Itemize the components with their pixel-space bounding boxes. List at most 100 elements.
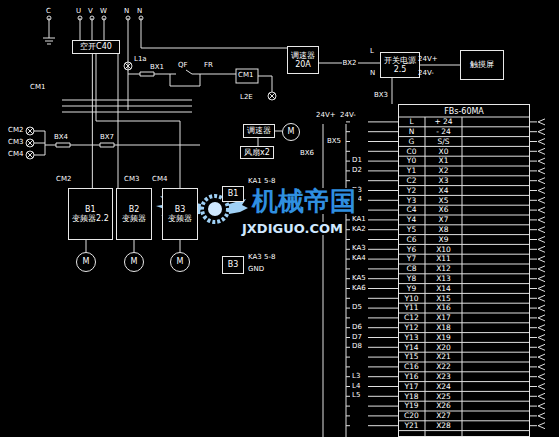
table-cell: X14 <box>436 285 451 293</box>
wire-connector <box>134 240 135 252</box>
wire-label: CM1 <box>238 72 253 79</box>
node-text: B1 <box>85 205 96 214</box>
table-cell: C12 <box>404 314 419 322</box>
wire-label: FR <box>204 62 213 69</box>
wire-label: BX5 <box>327 138 341 145</box>
table-cell: X19 <box>436 334 451 342</box>
wire-label: N <box>124 8 129 15</box>
table-cell: X18 <box>436 324 451 332</box>
table-cell: Y14 <box>404 344 418 352</box>
table-cell: X8 <box>439 226 449 234</box>
table-line <box>346 117 545 437</box>
wire <box>34 18 392 437</box>
table-cell: Y4 <box>407 216 416 224</box>
node-text: FBs-60MA <box>444 107 484 116</box>
table-cell: X23 <box>436 373 451 381</box>
wire-label: BX7 <box>100 134 114 141</box>
wire-label: N <box>137 8 142 15</box>
table-cell: Y7 <box>407 255 416 263</box>
table-cell: Y15 <box>404 353 418 361</box>
fan-box: 风扇x2 <box>240 146 274 159</box>
table-cell: X20 <box>436 344 451 352</box>
table-cell: G <box>409 138 415 146</box>
table-cell: Y8 <box>407 275 416 283</box>
wire-label: KA3 5-8 <box>248 254 275 261</box>
node-text: 变频器 <box>122 214 146 223</box>
table-cell: Y12 <box>404 324 418 332</box>
table-cell: X26 <box>436 402 451 410</box>
table-cell: L <box>409 118 413 126</box>
table-cell: Y21 <box>404 422 418 430</box>
table-cell: C8 <box>406 265 416 273</box>
node-text: 20A <box>295 60 311 69</box>
terminal <box>47 16 143 20</box>
wire-connector <box>86 240 87 252</box>
node-text: 开关电源 <box>384 56 416 65</box>
node-text: B2 <box>129 205 140 214</box>
node-text: 2.5 <box>394 65 407 74</box>
relay-box: B3 <box>222 256 244 274</box>
table-cell: Y18 <box>404 393 418 401</box>
wire-label: CM2 <box>8 127 23 134</box>
table-cell: Y16 <box>404 373 418 381</box>
node-text: 空开C40 <box>80 42 112 51</box>
table-cell: X1 <box>439 157 449 165</box>
motor-circle: M <box>282 123 300 141</box>
wire-label: BX1 <box>150 64 164 71</box>
node-text: B3 <box>175 205 186 214</box>
wire-label: CM4 <box>152 176 167 183</box>
table-cell: X2 <box>439 167 449 175</box>
table-cell: X7 <box>439 216 449 224</box>
wire-label: L <box>370 48 374 55</box>
breaker-box: 空开C40 <box>72 40 120 54</box>
table-cell: X6 <box>439 206 449 214</box>
wire-label: CM3 <box>8 139 23 146</box>
table-cell: + 24 <box>434 118 452 126</box>
table-cell: X21 <box>436 353 451 361</box>
wire-label: GND <box>248 266 264 273</box>
table-cell: X10 <box>436 246 451 254</box>
table-cell: Y13 <box>404 334 418 342</box>
wire-label: 24V+ <box>418 56 438 63</box>
signal-name: KA4 <box>352 255 366 262</box>
node-text: B1 <box>228 189 239 198</box>
table-cell: X12 <box>436 265 451 273</box>
node-text: B3 <box>228 260 239 269</box>
signal-name: L5 <box>352 392 360 399</box>
speed-controller: 调速器20A <box>287 46 319 74</box>
signal-name: L4 <box>352 383 360 390</box>
node-text: 调速器 <box>247 126 271 135</box>
wire-connector <box>420 65 460 66</box>
table-cell: Y9 <box>407 285 416 293</box>
wire-connector <box>96 54 180 188</box>
logo-hub <box>208 202 222 216</box>
table-cell: Y2 <box>407 187 416 195</box>
wire-label: L2E <box>240 94 253 101</box>
wire-label: V <box>88 8 93 15</box>
table-cell: Y1 <box>407 167 416 175</box>
inverter-box: B3变频器 <box>162 188 198 240</box>
wire-label: BX6 <box>300 150 314 157</box>
motor-circle: M <box>170 252 190 272</box>
speed-controller: 调速器 <box>243 124 275 138</box>
signal-name: D6 <box>352 324 362 331</box>
wire-label: QF <box>178 62 188 69</box>
table-cell: X25 <box>436 393 451 401</box>
table-cell: C0 <box>406 148 416 156</box>
table-cell: X0 <box>439 148 449 156</box>
signal-name: KA5 <box>352 275 366 282</box>
table-cell: X17 <box>436 314 451 322</box>
table-cell: - 24 <box>436 128 451 136</box>
signal-name: L3 <box>352 373 360 380</box>
table-cell: Y19 <box>404 402 418 410</box>
table-cell: X9 <box>439 236 449 244</box>
signal-name: D1 <box>352 157 362 164</box>
wire-label: CM4 <box>8 151 23 158</box>
signal-name: KA6 <box>352 285 366 292</box>
table-cell: X27 <box>436 412 451 420</box>
table-cell: X11 <box>436 255 451 263</box>
signal-name: KA3 <box>352 245 366 252</box>
wire-label: 24V+ <box>316 112 336 119</box>
table-cell: N <box>409 128 415 136</box>
signal-name: D8 <box>352 343 362 350</box>
